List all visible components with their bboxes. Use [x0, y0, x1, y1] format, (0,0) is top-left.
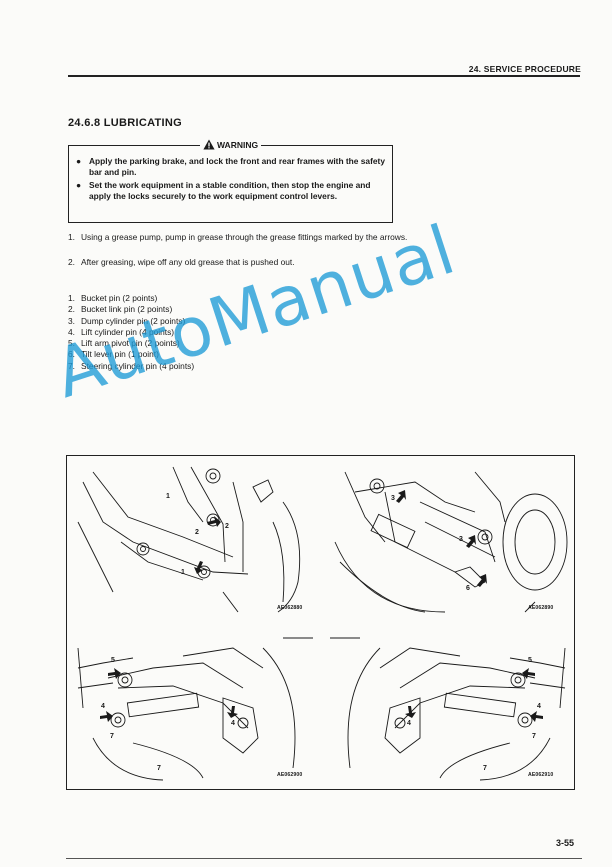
- dump-cylinder-illustration: 3 3 6: [334, 471, 568, 613]
- callout-label: 7: [483, 765, 487, 772]
- header-title: 24. SERVICE PROCEDURE: [468, 64, 581, 74]
- lubrication-point: 3.Dump cylinder pin (2 points): [68, 315, 186, 326]
- callout-label: 4: [101, 703, 105, 710]
- callout-label: 1: [181, 569, 185, 576]
- figure-code: AE062880: [277, 605, 303, 611]
- bucket-linkage-illustration: 1 2 2 1: [77, 466, 301, 613]
- left-lift-arm-illustration: 5 4 7 4 7: [77, 637, 313, 781]
- callout-label: 7: [110, 733, 114, 740]
- lubrication-point: 5.Lift arm pivot pin (2 points): [68, 338, 180, 349]
- figure-code: AE062910: [528, 772, 554, 778]
- callout-label: 3: [391, 495, 395, 502]
- figure-panel-left-lift-cylinder: 5 4 7 4 7 AE062900: [73, 628, 318, 783]
- figure-frame: 1 2 2 1 AE062880: [66, 455, 575, 790]
- lubrication-point: 4.Lift cylinder pin (4 points): [68, 326, 175, 337]
- figure-panel-dump-cylinder: 3 3 6 AE062890: [325, 462, 570, 617]
- warning-triangle-icon: [203, 139, 215, 150]
- warning-label: WARNING: [200, 139, 262, 150]
- warning-list: ●Apply the parking brake, and lock the f…: [76, 156, 388, 203]
- callout-label: 2: [225, 523, 229, 530]
- lubrication-point: 2.Bucket link pin (2 points): [68, 304, 173, 315]
- bullet-icon: ●: [76, 179, 82, 190]
- procedure-step: 1.Using a grease pump, pump in grease th…: [68, 232, 408, 242]
- bullet-icon: ●: [76, 156, 82, 166]
- figure-panel-right-lift-cylinder: 5 4 4 7 7 AE062910: [325, 628, 570, 783]
- figure-code: AE062890: [528, 605, 554, 611]
- callout-label: 4: [231, 720, 235, 727]
- warning-item: ●Set the work equipment in a stable cond…: [76, 179, 371, 201]
- callout-label: 5: [528, 657, 532, 664]
- procedure-steps: 1.Using a grease pump, pump in grease th…: [68, 232, 408, 269]
- lubrication-point: 1.Bucket pin (2 points): [68, 293, 158, 303]
- callout-label: 4: [407, 720, 411, 727]
- lubrication-points-list: 1.Bucket pin (2 points) 2.Bucket link pi…: [68, 293, 328, 372]
- callout-label: 2: [195, 529, 199, 536]
- page-number: 3-55: [555, 838, 574, 848]
- callout-label: 4: [537, 703, 541, 710]
- callout-label: 6: [466, 585, 470, 592]
- callout-label: 1: [166, 493, 170, 500]
- section-title: 24.6.8 LUBRICATING: [68, 117, 182, 129]
- procedure-step: 2.After greasing, wipe off any old greas…: [68, 257, 295, 268]
- bottom-rule: [66, 858, 582, 859]
- figure-panel-bucket-pins: 1 2 2 1 AE062880: [73, 462, 318, 617]
- callout-label: 7: [532, 733, 536, 740]
- warning-label-text: WARNING: [217, 139, 259, 150]
- lubrication-point: 7.Steering cylinder pin (4 points): [68, 360, 195, 371]
- header-rule: [68, 75, 580, 77]
- lubrication-point: 6.Tilt lever pin (1 point): [68, 349, 159, 360]
- callout-label: 7: [157, 765, 161, 772]
- callout-label: 5: [111, 657, 115, 664]
- callout-label: 3: [459, 536, 463, 543]
- figure-code: AE062900: [277, 772, 303, 778]
- right-lift-arm-illustration: 5 4 4 7 7: [330, 637, 566, 781]
- warning-item: ●Apply the parking brake, and lock the f…: [76, 156, 385, 178]
